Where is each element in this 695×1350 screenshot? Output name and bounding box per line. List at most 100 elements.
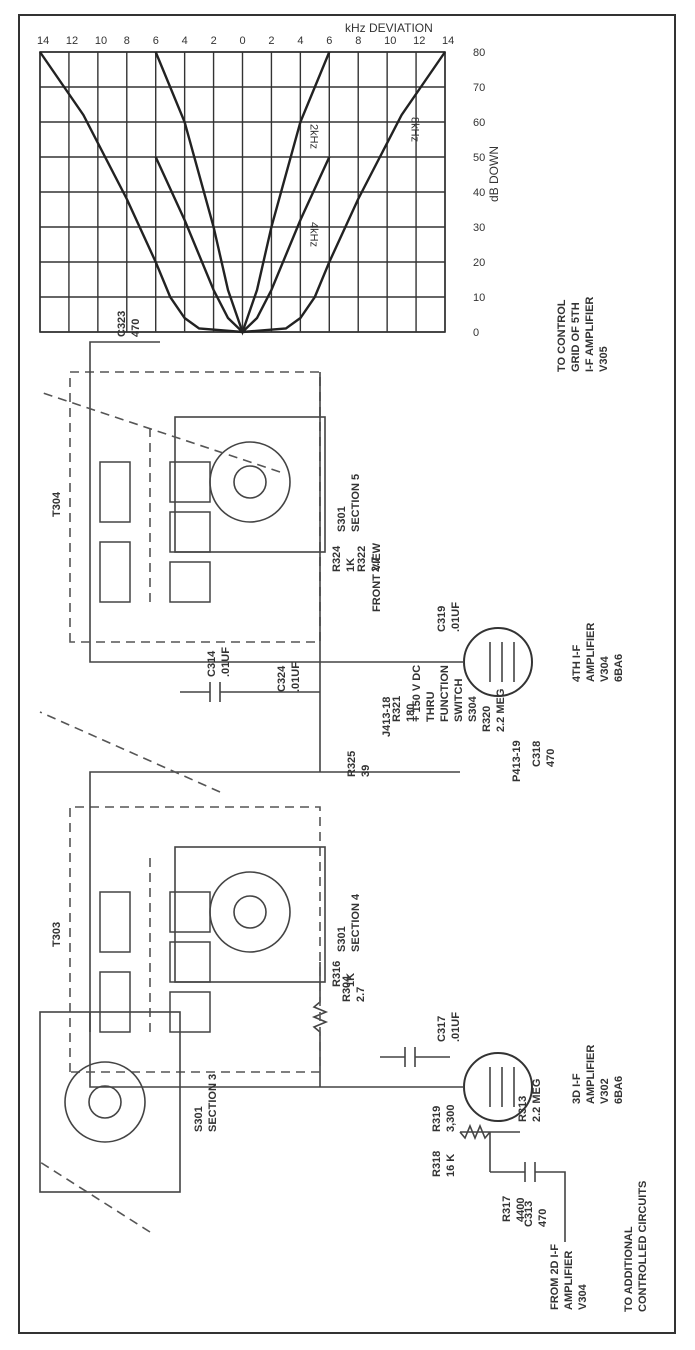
c318-value: 470 [545, 749, 557, 767]
c324-ref: C324 [276, 665, 288, 692]
to-additional-l2: CONTROLLED CIRCUITS [637, 1181, 649, 1312]
s301-sec3-wafer [64, 1061, 146, 1143]
r317-ref: R317 [501, 1196, 513, 1222]
y-tick-label: 60 [473, 117, 485, 129]
y-tick-label: 0 [473, 327, 479, 339]
r316-value: 1K [345, 973, 357, 987]
r322-ref: R322 [356, 546, 368, 572]
t304-coils [99, 422, 211, 603]
j413-label: J413-18 [381, 697, 393, 737]
schematic-figure: FROM 2D I-F AMPLIFIER V304 C313 470 R313… [37, 21, 649, 1312]
s301-sec5-l2: SECTION 5 [350, 474, 362, 532]
supply-l2: THRU [425, 691, 437, 722]
r318-ref: R318 [431, 1151, 443, 1177]
front-view-label: FRONT VIEW [371, 542, 383, 612]
s301-sec4-rotor [233, 895, 267, 929]
leader-2 [39, 711, 221, 793]
page-frame [18, 14, 676, 1334]
r324-value: 1K [345, 558, 357, 572]
c314-ref: C314 [206, 650, 218, 677]
v302-plate-wire [89, 1012, 464, 1088]
t303-coils [99, 852, 211, 1033]
c314-value: .01UF [220, 647, 232, 677]
s301-sec3-l1: S301 [193, 1106, 205, 1132]
x-tick-label: 6 [153, 35, 159, 47]
s301-sec5-rotor [233, 465, 267, 499]
r321-value: 180 [405, 704, 417, 722]
r304-ref: R304 [341, 975, 353, 1002]
r318-value: 16 K [445, 1154, 457, 1177]
t304-box [69, 371, 321, 643]
v302-tube [463, 1052, 533, 1122]
c324-value: .01UF [290, 662, 302, 692]
from-label-l1: FROM 2D I-F [549, 1244, 561, 1310]
leader-1 [39, 1161, 151, 1233]
x-tick-label: 12 [413, 35, 425, 47]
t303-secondary-wire [89, 771, 460, 1032]
x-tick-label: 8 [355, 35, 361, 47]
r324-ref: R324 [331, 545, 343, 572]
s301-sec5-frame [174, 416, 326, 553]
v304-tube [463, 627, 533, 697]
v302-label-l1: 3D I-F [571, 1073, 583, 1104]
x-tick-label: 4 [182, 35, 188, 47]
to-label-l2: GRID OF 5TH [570, 302, 582, 372]
y-tick-label: 80 [473, 47, 485, 59]
s301-sec4-frame [174, 846, 326, 983]
x-tick-label: 4 [297, 35, 303, 47]
supply-l1: + 150 V DC [411, 665, 423, 722]
to-label-l4: V305 [598, 346, 610, 372]
c319-ref: C319 [436, 606, 448, 632]
v304-label-l1: 4TH I-F [571, 644, 583, 682]
c318-ref: C318 [531, 741, 543, 767]
y-tick-label: 10 [473, 292, 485, 304]
r325-ref: R325 [346, 751, 358, 777]
v304-label-l4: 6BA6 [613, 654, 625, 682]
leader-3 [39, 391, 281, 473]
from-label-l2: AMPLIFIER [563, 1251, 575, 1310]
r320-value: 2.2 MEG [495, 689, 507, 732]
v304-label-l3: V304 [599, 655, 611, 682]
x-tick-label: 10 [95, 35, 107, 47]
c313-ref: C313 [523, 1201, 535, 1227]
c313-value: 470 [537, 1209, 549, 1227]
r321-ref: R321 [391, 696, 403, 722]
r319-ref: R319 [431, 1106, 443, 1132]
supply-l5: S304 [467, 695, 479, 722]
series-label-8kHz: 8kHz [409, 117, 421, 142]
x-tick-label: 2 [268, 35, 274, 47]
series-line-2kHz [154, 51, 331, 336]
x-tick-label: 8 [124, 35, 130, 47]
output-wire [89, 341, 160, 582]
c323-ref: C323 [116, 311, 128, 337]
from-label-l3: V304 [577, 1283, 589, 1310]
s301-sec4-l1: S301 [336, 926, 348, 952]
to-additional-l1: TO ADDITIONAL [623, 1226, 635, 1312]
t303-label: T303 [51, 922, 63, 947]
series-label-4kHz: 4kHz [307, 222, 319, 247]
s301-sec3-l2: SECTION 3 [207, 1074, 219, 1132]
input-wire [490, 1171, 566, 1242]
r320-ref: R320 [481, 706, 493, 732]
c323-value: 470 [130, 319, 142, 337]
c319-value: .01UF [450, 602, 462, 632]
c317-value: .01UF [450, 1012, 462, 1042]
supply-l4: SWITCH [453, 679, 465, 722]
r322-value: 2.7 [370, 557, 382, 572]
s301-sec3-frame [39, 1011, 181, 1193]
s301-sec5-wafer [209, 441, 291, 523]
y-tick-label: 50 [473, 152, 485, 164]
s301-sec5-l1: S301 [336, 506, 348, 532]
v304-label-l2: AMPLIFIER [585, 623, 597, 682]
y-tick-label: 40 [473, 187, 485, 199]
y-tick-label: 70 [473, 82, 485, 94]
x-tick-label: 14 [37, 35, 49, 47]
r313-value: 2.2 MEG [531, 1079, 543, 1122]
supply-l3: FUNCTION [439, 665, 451, 722]
x-tick-label: 0 [240, 35, 246, 47]
v302-label-l3: V302 [599, 1078, 611, 1104]
s301-sec4-l2: SECTION 4 [350, 893, 362, 952]
